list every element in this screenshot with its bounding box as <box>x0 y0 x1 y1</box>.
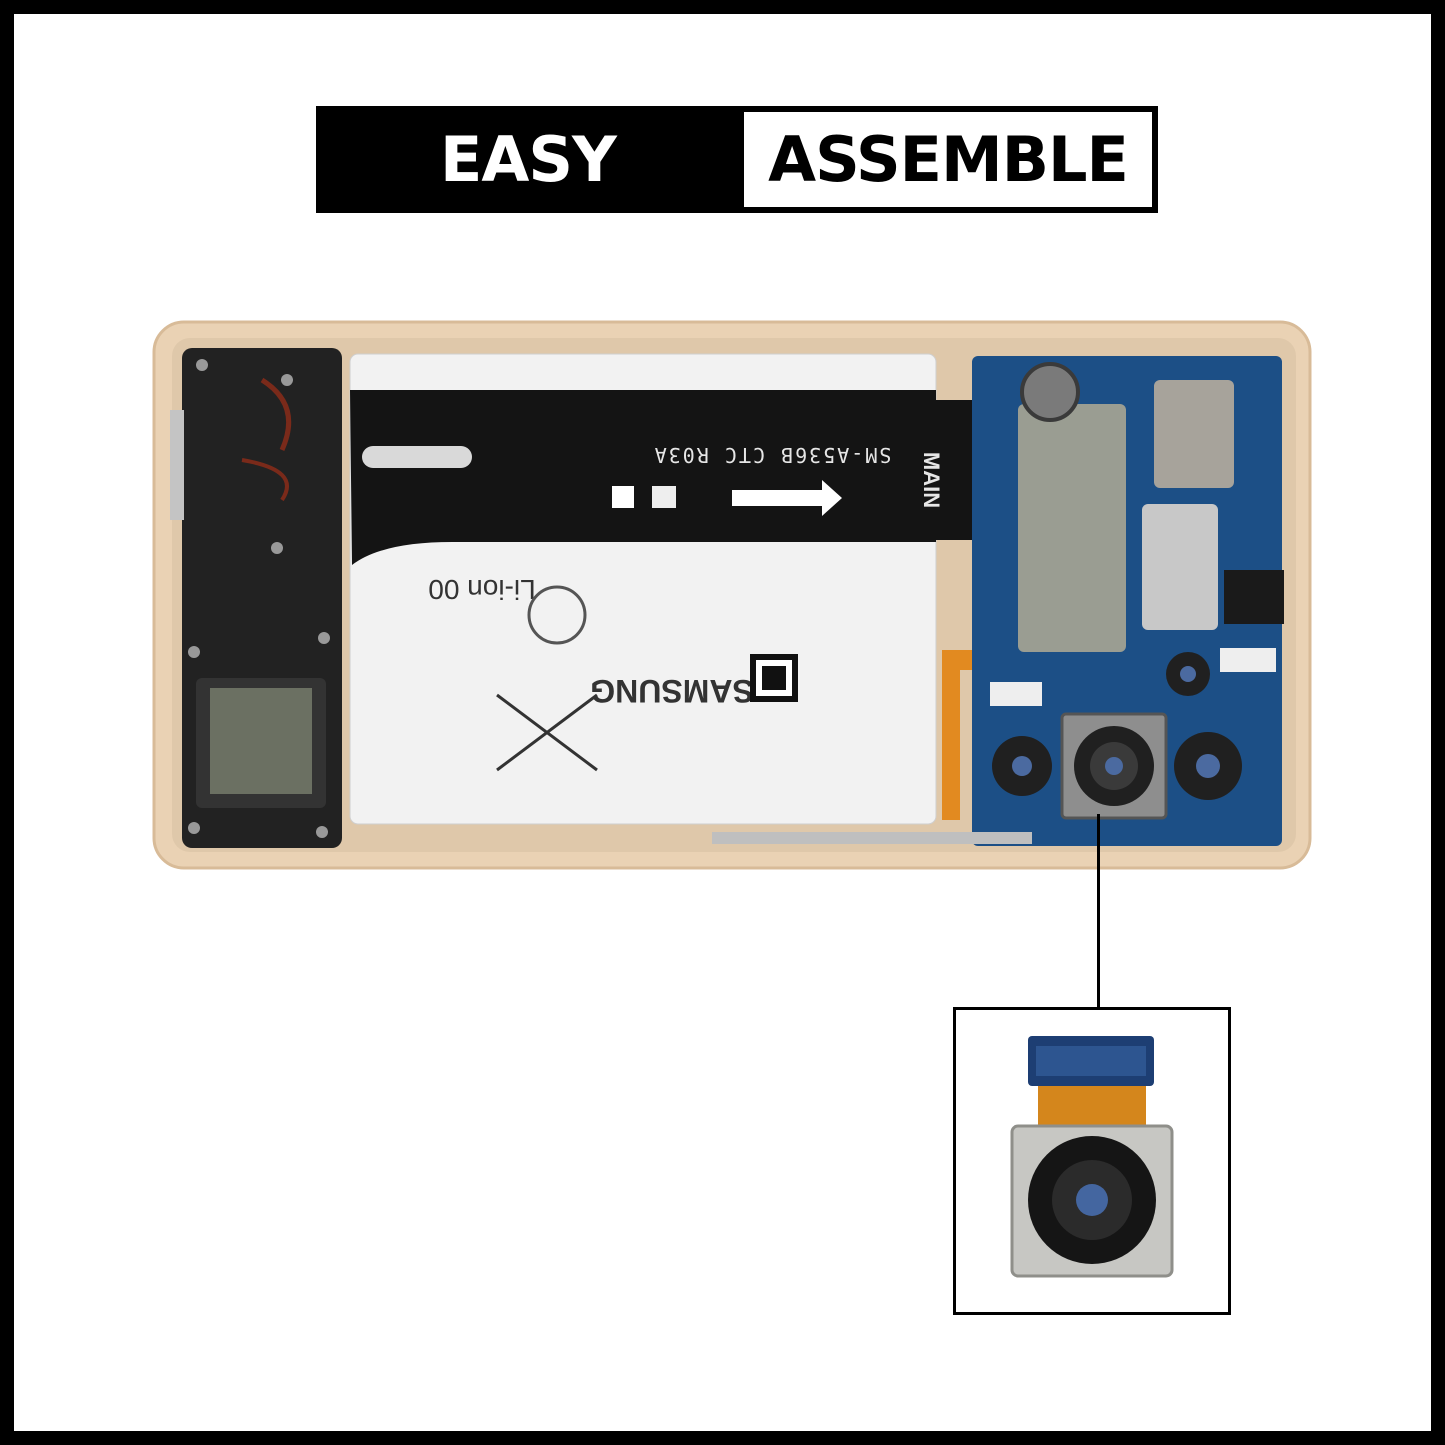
shield-can-1 <box>1018 404 1126 652</box>
battery-brand-text: SAMSUNG <box>590 673 754 709</box>
flash-sensor <box>1224 570 1284 624</box>
camera-module-photo <box>1010 1036 1174 1278</box>
callout-line <box>1097 814 1100 1010</box>
banner-assemble-label: ASSEMBLE <box>744 112 1152 207</box>
flex-cable-text: SM-A536B CTC R03A <box>653 443 892 467</box>
main-label: MAIN <box>919 452 944 508</box>
speaker-grille <box>210 688 312 794</box>
main-flex-cable <box>350 390 936 565</box>
camera-module-flex <box>1038 1086 1146 1126</box>
camera-module-lens <box>1076 1184 1108 1216</box>
side-buttons <box>170 410 184 520</box>
recycle-bin-symbol <box>496 693 598 772</box>
recycle-symbol <box>527 585 587 645</box>
camera-module-callout <box>953 1007 1231 1315</box>
bottom-connector-strip <box>712 832 1032 844</box>
arrow-marking <box>732 480 842 516</box>
camera-lens-4 <box>1180 666 1196 682</box>
main-camera-lens <box>1105 757 1123 775</box>
vibration-motor <box>1020 362 1080 422</box>
camera-cluster <box>992 652 1242 820</box>
shield-can-3 <box>1142 504 1218 630</box>
image-canvas: EASY ASSEMBLE SAMSUNG Li-ion 00 SM-A5 <box>14 14 1431 1431</box>
shield-can-2 <box>1154 380 1234 488</box>
board-label-sticker <box>1220 648 1276 672</box>
phone-internals-photo: SAMSUNG Li-ion 00 SM-A536B CTC R03A MAIN <box>152 320 1312 870</box>
camera-lens-2 <box>1012 756 1032 776</box>
battery-chem-text: Li-ion 00 <box>428 574 535 605</box>
banner-easy-label: EASY <box>440 123 617 196</box>
title-banner: EASY ASSEMBLE <box>316 106 1158 213</box>
orange-flex-cable <box>942 650 1012 820</box>
camera-lens-3 <box>1196 754 1220 778</box>
